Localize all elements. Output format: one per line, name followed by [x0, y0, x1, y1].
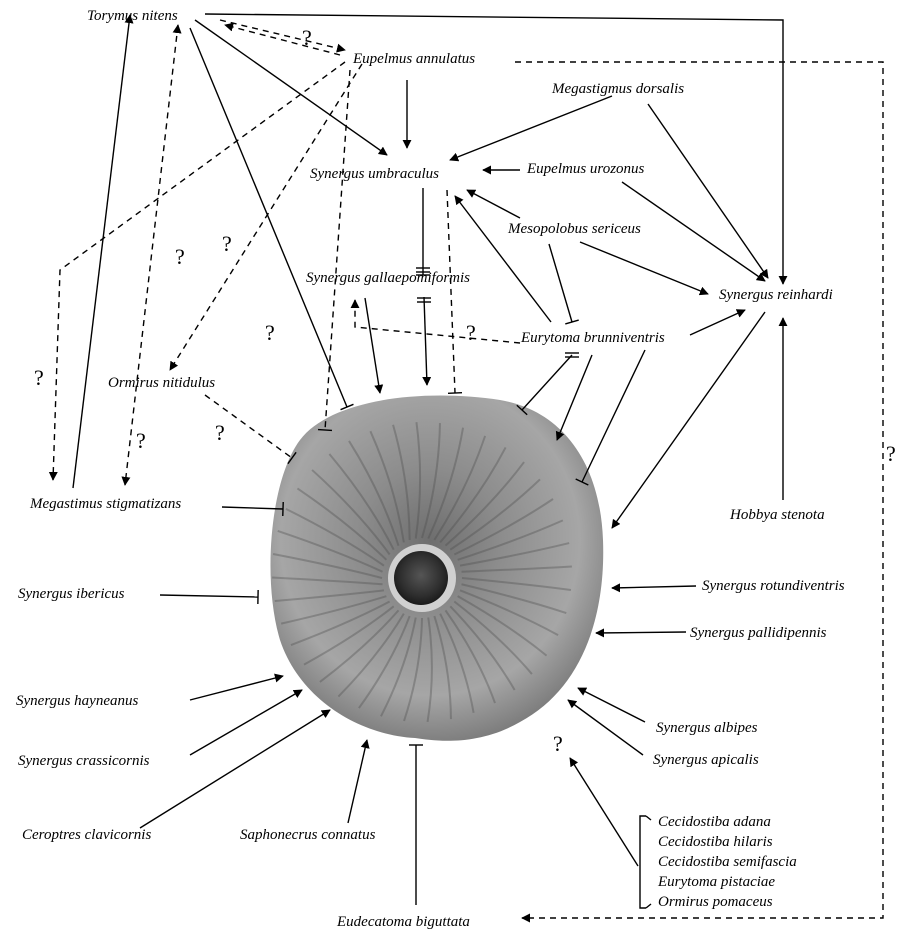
label-torymus-nitens: Torymus nitens: [87, 7, 178, 25]
group-item: Cecidostiba semifascia: [658, 852, 797, 872]
uncertain-mark: ?: [34, 367, 44, 389]
albipes-to-gall-arrow: [578, 688, 645, 722]
torymus-megastimus-dashed: [125, 25, 178, 485]
inhibition-bar: [288, 452, 296, 463]
uncertain-mark: ?: [265, 322, 275, 344]
group-bracket-tick: [646, 816, 651, 820]
rotundiventris-to-gall-arrow: [612, 586, 696, 588]
annulatus-to-torymus-dashed: [225, 25, 340, 55]
group-bracket-tick: [646, 904, 651, 908]
apicalis-to-gall-arrow: [568, 700, 643, 755]
annulatus-to-torymus-arrow: [220, 20, 345, 50]
label-eupelmus-annulatus: Eupelmus annulatus: [353, 50, 475, 68]
sericeus-to-reinhardi-arrow: [580, 242, 708, 294]
hayneanus-to-gall-arrow: [190, 676, 283, 700]
brunniventris-to-gall-inhibition-2: [582, 350, 645, 482]
label-synergus-crassicornis: Synergus crassicornis: [18, 752, 150, 770]
label-synergus-apicalis: Synergus apicalis: [653, 751, 759, 769]
label-mesopolobus-sericeus: Mesopolobus sericeus: [508, 220, 641, 238]
megastimus-to-gall-inhibition: [222, 507, 283, 509]
label-megastimus-stigmatizans: Megastimus stigmatizans: [30, 495, 181, 513]
group-to-gall-arrow: [570, 758, 638, 866]
crassicornis-to-gall-arrow: [190, 690, 302, 755]
gallaepomiformis-to-gall-arrow: [365, 298, 380, 393]
label-eudecatoma-biguttata: Eudecatoma biguttata: [337, 913, 470, 931]
sericeus-to-umbraculus-arrow: [467, 190, 520, 218]
pallidipennis-to-gall-arrow: [596, 632, 686, 633]
uncertain-mark: ?: [886, 443, 896, 465]
brunniventris-to-umbraculus-arrow: [455, 196, 551, 322]
label-synergus-hayneanus: Synergus hayneanus: [16, 692, 138, 710]
uncertain-mark: ?: [466, 322, 476, 344]
group-item: Ormirus pomaceus: [658, 892, 797, 912]
label-ceroptres-clavicornis: Ceroptres clavicornis: [22, 826, 151, 844]
ceroptres-to-gall-arrow: [140, 710, 330, 828]
ibericus-to-gall-inhibition: [160, 595, 258, 597]
brunniventris-to-gallaepomiformis-dashed: [355, 300, 520, 343]
annulatus-to-eudecatoma-dashed: [515, 62, 883, 918]
umbraculus-to-gall-dashed: [447, 190, 455, 393]
group-bracket: [640, 816, 646, 908]
label-saphonecrus-connatus: Saphonecrus connatus: [240, 826, 375, 844]
group-item: Cecidostiba hilaris: [658, 832, 797, 852]
group-item: Eurytoma pistaciae: [658, 872, 797, 892]
dorsalis-to-reinhardi-arrow: [648, 104, 768, 278]
megastimus-to-torymus-arrow: [73, 15, 130, 488]
dorsalis-to-umbraculus-arrow: [450, 96, 612, 160]
brunniventris-to-reinhardi-arrow: [690, 310, 745, 335]
label-eurytoma-brunniventris: Eurytoma brunniventris: [521, 329, 665, 347]
torymus-to-umbraculus-arrow: [195, 20, 387, 155]
label-hobbya-stenota: Hobbya stenota: [730, 506, 825, 524]
uncertain-mark: ?: [175, 246, 185, 268]
label-eupelmus-urozonus: Eupelmus urozonus: [527, 160, 644, 178]
urozonus-to-reinhardi-arrow: [622, 182, 765, 281]
label-synergus-albipes: Synergus albipes: [656, 719, 758, 737]
uncertain-mark: ?: [302, 27, 312, 49]
saphonecrus-to-gall-arrow: [348, 740, 367, 823]
torymus-to-reinhardi-arrow: [205, 14, 783, 284]
label-synergus-rotundiventris: Synergus rotundiventris: [702, 577, 845, 595]
torymus-to-gall-inhibition: [190, 28, 347, 407]
label-synergus-reinhardi: Synergus reinhardi: [719, 286, 833, 304]
uncertain-mark: ?: [136, 430, 146, 452]
brunniventris-to-gall-arrow: [557, 355, 592, 440]
cecidostiba-group-list: Cecidostiba adana Cecidostiba hilaris Ce…: [658, 812, 797, 912]
sericeus-to-brunniventris-inhibition: [549, 244, 572, 322]
uncertain-mark: ?: [215, 422, 225, 444]
annulatus-to-megastimus-dashed: [53, 62, 345, 480]
brunniventris-to-gall-inhibition: [522, 355, 572, 410]
label-synergus-ibericus: Synergus ibericus: [18, 585, 125, 603]
inhibition-bar: [448, 393, 462, 394]
inhibition-bar: [318, 430, 332, 431]
label-synergus-gallaepomiformis: Synergus gallaepomiformis: [306, 269, 470, 287]
uncertain-mark: ?: [553, 733, 563, 755]
label-ormirus-nitidulus: Ormirus nitidulus: [108, 374, 215, 392]
inhibition-bar: [576, 479, 589, 485]
annulatus-to-gall-dashed: [325, 70, 350, 430]
gallaepomiformis-to-gall-arrow-2: [424, 297, 427, 385]
label-synergus-pallidipennis: Synergus pallidipennis: [690, 624, 827, 642]
uncertain-mark: ?: [222, 233, 232, 255]
inhibition-bar: [341, 404, 354, 409]
label-synergus-umbraculus: Synergus umbraculus: [310, 165, 439, 183]
group-item: Cecidostiba adana: [658, 812, 797, 832]
label-megastigmus-dorsalis: Megastigmus dorsalis: [552, 80, 684, 98]
